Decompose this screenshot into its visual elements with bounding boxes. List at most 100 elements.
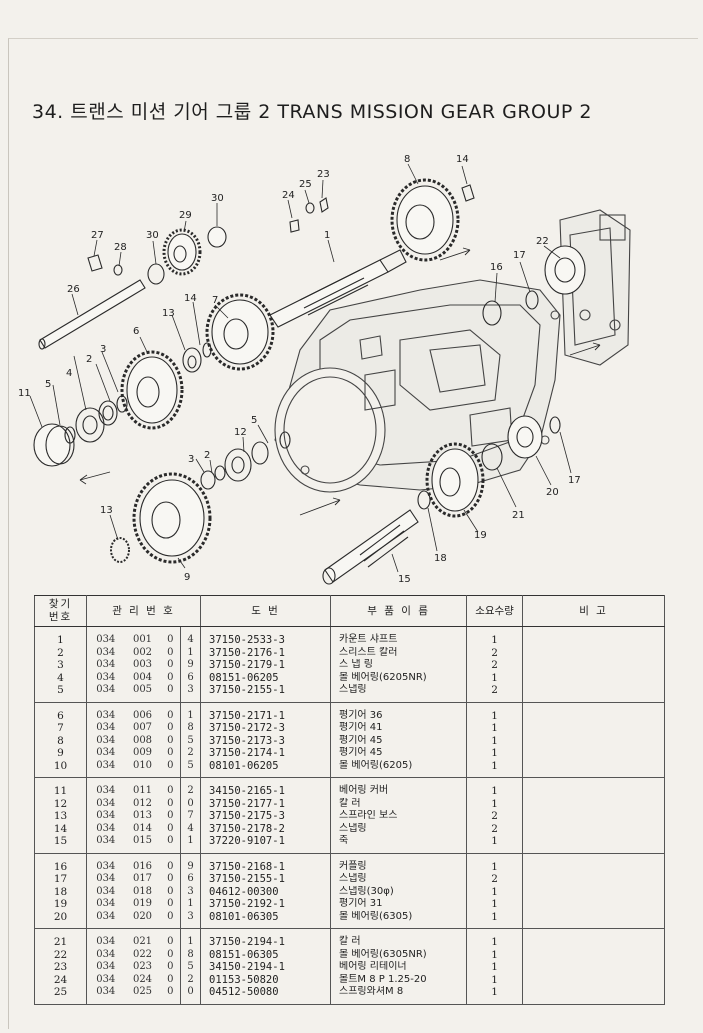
cell-no: 9: [34, 747, 87, 760]
callout-label: 13: [100, 505, 113, 516]
cell-name: 스리스트 칼러: [330, 646, 468, 659]
cell-c2: 019: [132, 898, 153, 909]
cell-c1: 034: [96, 810, 116, 821]
cell-c3: 0: [167, 722, 174, 733]
cell-c2: 021: [132, 936, 153, 947]
cell-c3: 0: [160, 910, 181, 929]
shaft-26-drawing: [39, 279, 146, 349]
cell-remarks: [522, 747, 666, 760]
cell-remarks: [522, 885, 666, 898]
cell-name: 베어링 리테이너: [330, 961, 468, 974]
cell-c2: 014: [132, 822, 153, 834]
cell-c1: 034: [86, 759, 125, 778]
cell-remarks: [522, 646, 666, 659]
callout-label: 3: [100, 344, 106, 355]
cell-no: 15: [34, 835, 87, 854]
countershaft-drawing: [269, 249, 407, 328]
callout-label: 28: [114, 242, 127, 253]
cell-c4: 1: [179, 702, 202, 722]
cell-part: 37150-2175-3: [200, 810, 332, 823]
cell-part: 37150-2194-1: [200, 928, 332, 949]
cell-name: 볼 베어링(6305): [330, 910, 468, 929]
cell-c2: 010: [124, 759, 161, 778]
cell-remarks: [522, 898, 666, 911]
cell-qty: 1: [466, 734, 524, 747]
cell-part: 37150-2533-3: [200, 626, 332, 647]
cell-c4: 3: [179, 910, 202, 929]
cell-qty: 1: [466, 747, 524, 760]
callout-label: 8: [404, 154, 410, 165]
exploded-parts-diagram: 1 2 2 3 3 4 5 5 6 7 8 9 11 12 13 13 14 1…: [18, 154, 631, 585]
cell-qty: 1: [466, 885, 524, 898]
cell-qty: 1: [466, 928, 524, 949]
callout-label: 22: [536, 236, 549, 247]
cell-c4: 9: [179, 853, 202, 873]
callout-label: 15: [398, 574, 411, 585]
gear-19-drawing: [425, 442, 485, 518]
cell-part: 37220-9107-1: [200, 835, 332, 854]
cell-c1: 034: [96, 797, 116, 809]
table-header-row: 찾기 번호 관 리 번 호 도 번 부 품 이 름 소요수량 비 고: [34, 595, 666, 627]
header-part-name: 부 품 이 름: [330, 595, 468, 627]
cell-qty: 1: [466, 853, 524, 873]
cell-c2: 001: [132, 634, 153, 645]
cell-name: 평기어 41: [330, 722, 468, 735]
cell-c3: 0: [167, 885, 174, 897]
cell-c3: 0: [167, 646, 174, 658]
transmission-case-drawing: [274, 279, 561, 493]
cell-c4: 1: [179, 928, 202, 949]
cell-qty: 1: [466, 722, 524, 735]
cell-no: 14: [34, 822, 87, 835]
cell-c4: 4: [179, 822, 202, 835]
cell-part: 01153-50820: [200, 973, 332, 986]
cell-c3: 0: [167, 860, 174, 872]
cell-c1: 034: [96, 734, 116, 746]
cell-c1: 034: [96, 709, 116, 721]
rear-housing-drawing: [559, 209, 631, 366]
callout-label: 13: [162, 308, 175, 319]
cell-qty: 1: [466, 835, 524, 854]
cell-remarks: [522, 986, 666, 1005]
cell-c1: 034: [96, 936, 116, 947]
callout-label: 5: [251, 415, 257, 426]
cell-c1: 034: [96, 747, 116, 758]
cell-remarks: [522, 684, 666, 703]
cell-c1: 034: [86, 910, 125, 929]
cell-c2: 016: [132, 860, 153, 872]
cell-c2: 023: [132, 961, 153, 972]
cell-c2: 024: [132, 973, 153, 985]
cell-c1: 034: [96, 973, 116, 985]
cell-part: 37150-2179-1: [200, 659, 332, 672]
callout-label: 3: [188, 454, 194, 465]
callout-label: 6: [133, 326, 139, 337]
cell-remarks: [522, 948, 666, 961]
cell-no: 13: [34, 810, 87, 823]
cell-qty: 1: [466, 671, 524, 684]
cell-c3: 0: [167, 671, 174, 683]
cell-c1: 034: [96, 785, 116, 796]
cell-name: 칼 러: [330, 797, 468, 810]
cell-no: 4: [34, 671, 87, 684]
cell-c1: 034: [86, 835, 125, 854]
callout-label: 23: [317, 169, 330, 180]
cell-c2: 008: [132, 734, 153, 746]
callout-label: 21: [512, 510, 525, 521]
cell-part: 37150-2168-1: [200, 853, 332, 873]
callout-labels: 1 2 2 3 3 4 5 5 6 7 8 9 11 12 13 13 14 1…: [18, 154, 581, 585]
cell-c4: 5: [179, 734, 202, 747]
cell-part: 37150-2177-1: [200, 797, 332, 810]
cell-remarks: [522, 702, 666, 722]
cell-c4: 4: [179, 626, 202, 647]
cell-c3: 0: [167, 747, 174, 758]
cell-name: 볼 베어링(6305NR): [330, 948, 468, 961]
cell-remarks: [522, 626, 666, 647]
cell-name: 커플링: [330, 853, 468, 873]
cell-name: 스프링와셔M 8: [330, 986, 468, 1005]
